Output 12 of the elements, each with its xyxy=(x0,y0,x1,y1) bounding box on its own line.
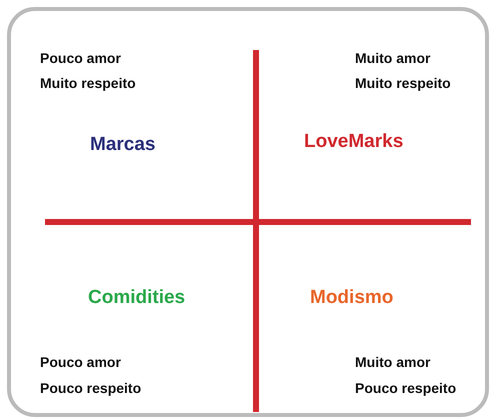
quadrant-title: LoveMarks xyxy=(304,131,404,153)
quadrant-criterion: Pouco respeito xyxy=(40,380,142,396)
quadrant-title: Marcas xyxy=(90,134,156,156)
quadrant-criterion: Muito respeito xyxy=(355,75,451,91)
quadrant-criterion: Muito amor xyxy=(355,354,430,370)
quadrant-criterion: Pouco respeito xyxy=(355,380,456,396)
quadrant-title: Modismo xyxy=(310,287,394,309)
quadrant-criterion: Pouco amor xyxy=(40,50,121,66)
quadrant-title: Comidities xyxy=(88,287,186,309)
quadrant-criterion: Muito respeito xyxy=(40,75,136,91)
quadrant-criterion: Pouco amor xyxy=(40,354,121,370)
quadrant-criterion: Muito amor xyxy=(355,50,430,66)
